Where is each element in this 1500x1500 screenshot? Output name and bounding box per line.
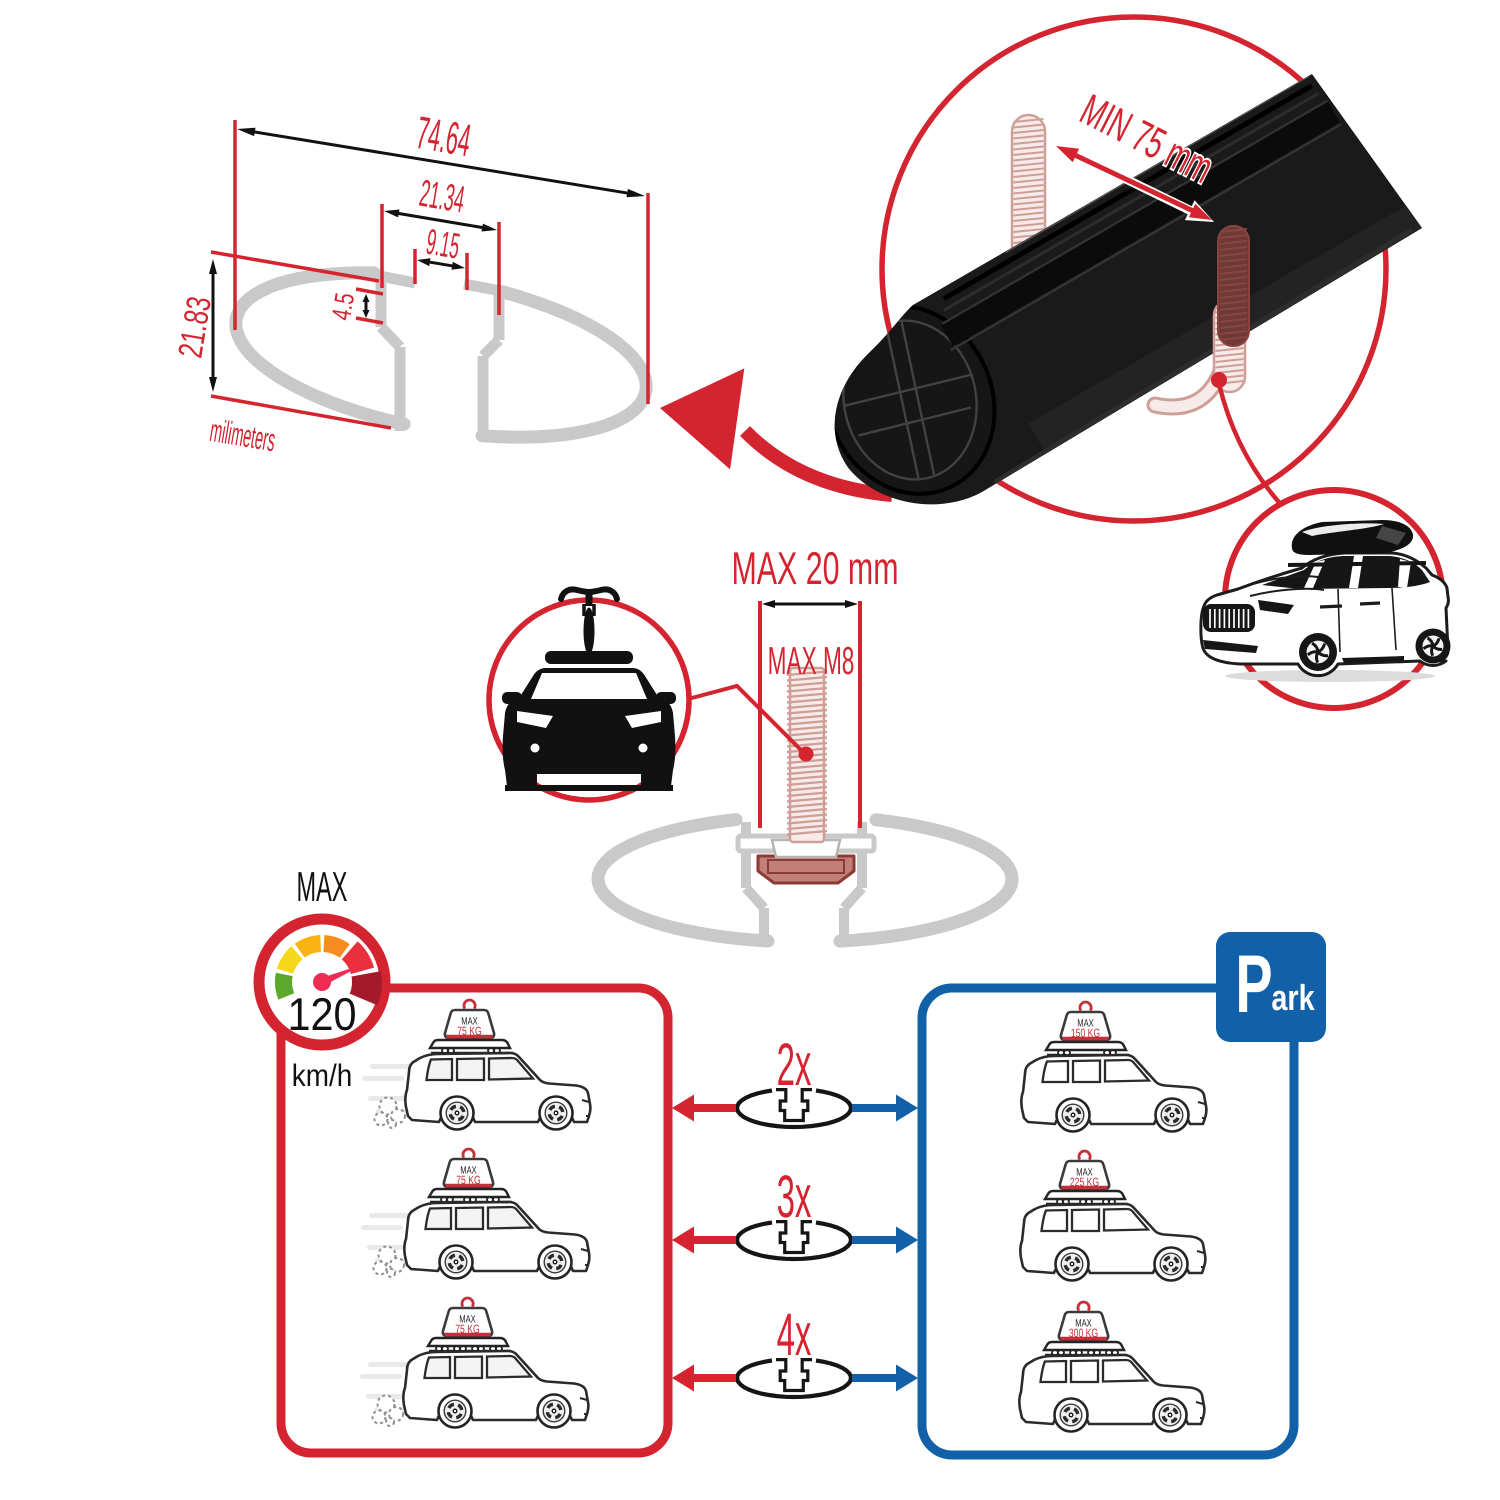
svg-text:300 KG: 300 KG: [1069, 1326, 1098, 1340]
svg-text:MAX: MAX: [1075, 1318, 1091, 1330]
svg-text:75 KG: 75 KG: [455, 1322, 480, 1336]
svg-text:3x: 3x: [777, 1163, 812, 1230]
svg-text:4.5: 4.5: [326, 291, 360, 323]
svg-text:75 KG: 75 KG: [457, 1024, 482, 1038]
svg-text:4x: 4x: [777, 1301, 812, 1368]
svg-text:225 KG: 225 KG: [1070, 1175, 1099, 1189]
svg-text:MAX: MAX: [460, 1165, 476, 1177]
svg-text:75 KG: 75 KG: [456, 1173, 481, 1187]
svg-text:MAX: MAX: [1077, 1018, 1093, 1030]
svg-text:P: P: [1235, 939, 1272, 1030]
svg-text:150 KG: 150 KG: [1071, 1026, 1100, 1040]
svg-text:2x: 2x: [777, 1031, 812, 1098]
svg-text:21.34: 21.34: [416, 173, 467, 222]
svg-text:MAX: MAX: [459, 1314, 475, 1326]
svg-text:MAX: MAX: [1076, 1167, 1092, 1179]
svg-text:MAX 20 mm: MAX 20 mm: [731, 542, 898, 594]
svg-text:km/h: km/h: [292, 1058, 352, 1093]
svg-text:MAX M8: MAX M8: [768, 640, 855, 683]
svg-text:MAX: MAX: [461, 1016, 477, 1028]
svg-text:ark: ark: [1271, 977, 1315, 1018]
svg-text:9.15: 9.15: [423, 221, 462, 267]
svg-text:MAX: MAX: [297, 863, 348, 910]
svg-text:74.64: 74.64: [413, 106, 475, 166]
svg-text:120: 120: [287, 988, 356, 1040]
